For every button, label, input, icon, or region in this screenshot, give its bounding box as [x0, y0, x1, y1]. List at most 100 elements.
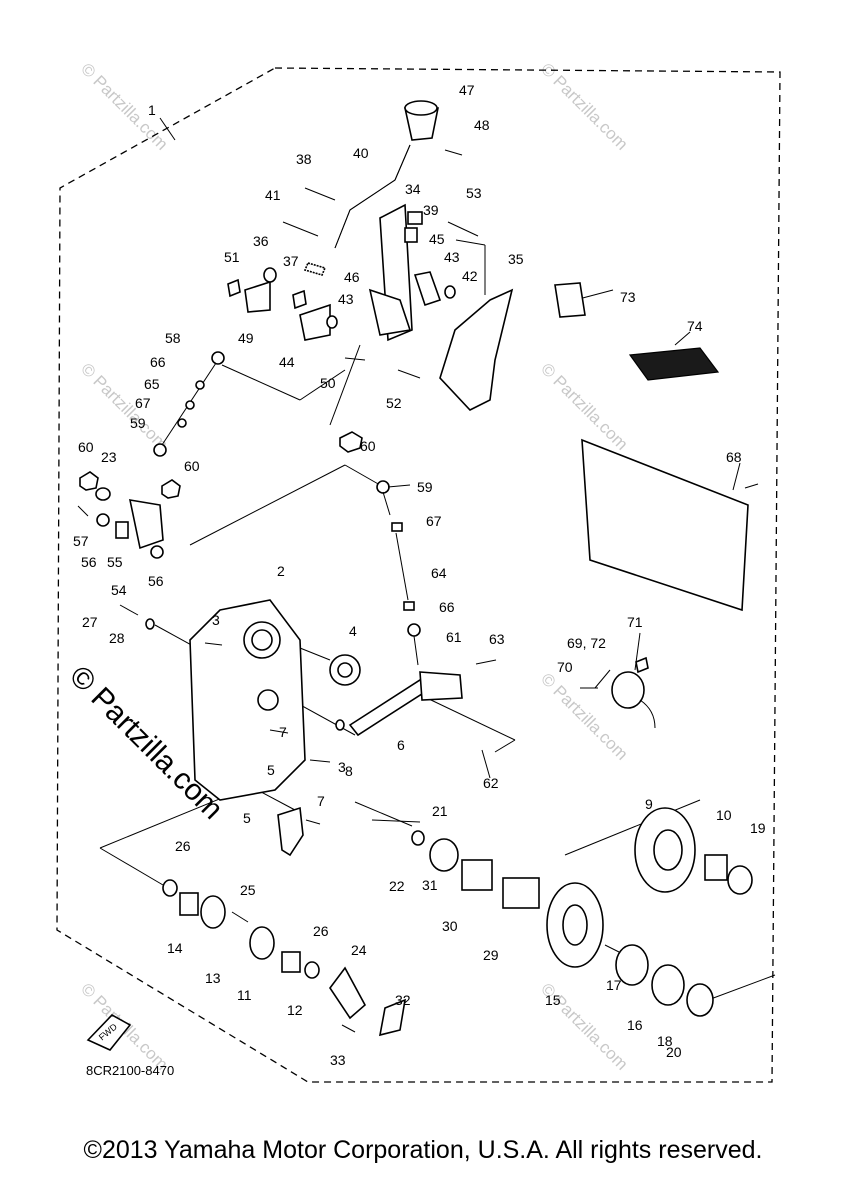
callout-label: 51	[224, 249, 240, 265]
callout-label: 54	[111, 582, 127, 598]
sensor	[611, 671, 645, 709]
callout-label: 46	[344, 269, 360, 285]
callout-label: 63	[489, 631, 505, 647]
callout-label: 47	[459, 82, 475, 98]
callout-label: 56	[81, 554, 97, 570]
callout-label: 42	[462, 268, 478, 284]
callout-label: 31	[422, 877, 438, 893]
callout-label: 74	[687, 318, 703, 334]
watermark: © Partzilla.com	[537, 59, 631, 153]
bolt	[304, 187, 336, 201]
decal-plate	[628, 347, 720, 381]
copyright-notice: ©2013 Yamaha Motor Corporation, U.S.A. A…	[83, 1136, 763, 1164]
lever-arm	[128, 499, 164, 550]
callout-label: 45	[429, 231, 445, 247]
diagram-part-code: 8CR2100-8470	[86, 1063, 175, 1078]
callout-label: 33	[330, 1052, 346, 1068]
callout-label: 53	[466, 185, 482, 201]
watermark: © Partzilla.com	[537, 359, 631, 453]
callout-label: 24	[351, 942, 367, 958]
pin	[329, 966, 367, 1020]
callout-label: 59	[130, 415, 146, 431]
callout-label: 2	[277, 563, 285, 579]
nut	[79, 471, 99, 491]
callout-label: 58	[165, 330, 181, 346]
callout-label: 28	[109, 630, 125, 646]
callout-label: 57	[73, 533, 89, 549]
callout-label: 29	[483, 947, 499, 963]
callout-label: 11	[237, 987, 252, 1003]
callout-label: 40	[353, 145, 369, 161]
callout-label: 66	[150, 354, 166, 370]
label	[554, 282, 586, 318]
callout-label: 60	[78, 439, 94, 455]
callout-label: 41	[265, 187, 281, 203]
callout-label: 70	[557, 659, 573, 675]
callout-label: 3	[212, 612, 220, 628]
callout-label: 69, 72	[567, 635, 606, 651]
bolt	[481, 749, 491, 779]
callout-label: 14	[167, 940, 183, 956]
callout-label: 5	[267, 762, 275, 778]
bolt	[77, 505, 89, 517]
callout-label: 48	[474, 117, 490, 133]
callout-label: 5	[243, 810, 251, 826]
callout-label: 18	[657, 1033, 673, 1049]
callout-label: 35	[508, 251, 524, 267]
callout-label: 16	[627, 1017, 643, 1033]
fwd-arrow	[86, 1014, 132, 1051]
callout-label: 37	[283, 253, 299, 269]
callout-label: 26	[313, 923, 329, 939]
bolt	[397, 369, 421, 379]
callout-label: 52	[386, 395, 402, 411]
shift-plate	[439, 288, 514, 411]
assembly-boundary	[56, 67, 781, 1083]
callout-label: 62	[483, 775, 499, 791]
callout-label: 67	[426, 513, 442, 529]
watermark: © Partzilla.com	[77, 59, 171, 153]
callout-label: 30	[442, 918, 458, 934]
callout-label: 27	[82, 614, 98, 630]
bolt	[119, 604, 139, 616]
callout-label: 38	[296, 151, 312, 167]
callout-label: 49	[238, 330, 254, 346]
callout-label: 64	[431, 565, 447, 581]
callout-label: 7	[317, 793, 325, 809]
nut	[161, 479, 181, 499]
callout-label: 6	[397, 737, 405, 753]
callout-label: 10	[716, 807, 732, 823]
callout-label: 43	[444, 249, 460, 265]
callout-label: 32	[395, 992, 411, 1008]
callout-label: 61	[446, 629, 462, 645]
callout-label: 55	[107, 554, 123, 570]
callout-label: 71	[627, 614, 643, 630]
threaded-rod	[395, 532, 409, 601]
callout-label: 13	[205, 970, 221, 986]
callout-label: 50	[320, 375, 336, 391]
callout-label: 43	[338, 291, 354, 307]
callout-label: 39	[423, 202, 439, 218]
link-arm	[413, 271, 442, 307]
callout-label: 17	[606, 977, 622, 993]
bolt	[447, 221, 479, 237]
callout-label: 9	[645, 796, 653, 812]
callout-label: 26	[175, 838, 191, 854]
callout-label: 3	[338, 759, 346, 775]
callout-label: 1	[148, 102, 156, 118]
callout-label: 44	[279, 354, 295, 370]
callout-label: 59	[417, 479, 433, 495]
callout-label: 68	[726, 449, 742, 465]
callout-label: 60	[184, 458, 200, 474]
callout-label: 23	[101, 449, 117, 465]
pivot-arm	[244, 280, 271, 313]
callout-label: 19	[750, 820, 766, 836]
callout-label: 22	[389, 878, 405, 894]
callout-label: 20	[666, 1044, 682, 1060]
bolt	[282, 221, 319, 237]
callout-label: 67	[135, 395, 151, 411]
callout-label: 34	[405, 181, 421, 197]
parts	[77, 100, 759, 1051]
callout-label: 56	[148, 573, 164, 589]
splined-shaft	[502, 877, 540, 909]
